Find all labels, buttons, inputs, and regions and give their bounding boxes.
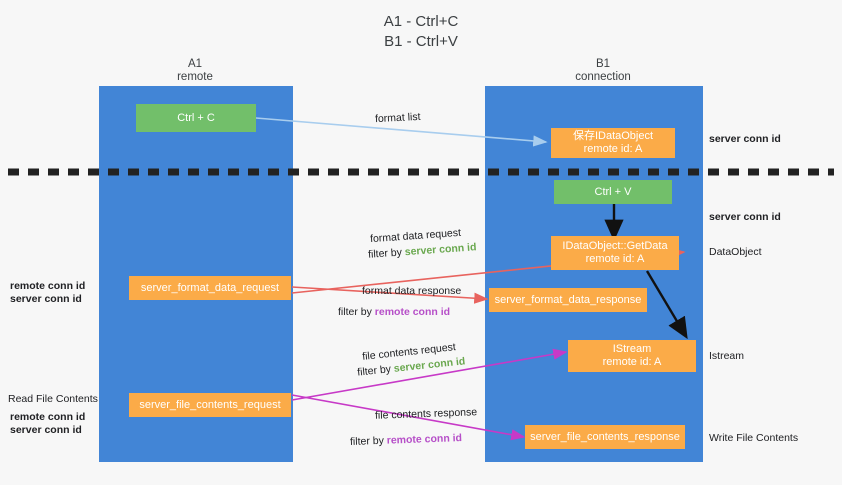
left-label-read-file-contents: Read File Contents [8,393,98,405]
label-format-list: format list [375,110,421,126]
box-server-file-contents-response-label: server_file_contents_response [530,430,680,443]
box-idataobject-getdata[interactable]: IDataObject::GetData remote id: A [551,236,679,270]
box-server-file-contents-request[interactable]: server_file_contents_request [129,393,291,417]
box-getdata-line2: remote id: A [585,253,645,265]
column-a1-sub: remote [177,71,213,83]
box-istream-line1: IStream [612,343,652,355]
diagram-title: A1 - Ctrl+C B1 - Ctrl+V [0,12,842,52]
filter-prefix: filter by [338,306,375,318]
left-label-remote-conn-id-1: remote conn id [10,280,86,292]
label-format-list-text: format list [374,110,421,126]
column-b1-name: B1 [595,58,611,70]
label-format-data-response-filter: filter by remote conn id [338,305,450,319]
column-b1-sub: connection [575,71,631,83]
left-label-remote-conn-id-2: remote conn id [10,411,86,423]
box-server-format-data-request[interactable]: server_format_data_request [129,276,291,300]
box-ctrl-c-label: Ctrl + C [177,111,215,124]
box-save-idataobject-line2: remote id: A [583,143,643,155]
right-label-write-file-contents: Write File Contents [709,432,799,444]
filter-prefix: filter by [356,362,395,379]
box-save-idataobject[interactable]: 保存IDataObject remote id: A [551,128,675,158]
left-label-server-conn-id-2: server conn id [10,424,82,436]
title-line-2: B1 - Ctrl+V [384,33,458,50]
left-label-server-conn-id-1: server conn id [10,293,82,305]
box-server-format-data-response-label: server_format_data_response [494,293,642,306]
label-file-contents-response-filter: filter by remote conn id [350,431,462,449]
right-label-dataobject: DataObject [709,246,762,258]
box-istream[interactable]: IStream remote id: A [568,340,696,372]
box-server-file-contents-response[interactable]: server_file_contents_response [525,425,685,449]
box-server-format-data-response[interactable]: server_format_data_response [489,288,647,312]
column-a1-name: A1 [187,58,203,70]
label-file-contents-response-text: file contents response [374,406,478,422]
right-label-server-conn-id-top: server conn id [709,133,781,145]
box-getdata-line1: IDataObject::GetData [562,240,668,252]
box-ctrl-v[interactable]: Ctrl + V [554,180,672,204]
filter-value-remote-conn-id: remote conn id [386,432,463,447]
box-server-format-data-request-label: server_format_data_request [140,281,280,294]
filter-prefix: filter by [367,246,406,261]
filter-prefix: filter by [349,434,387,448]
label-format-data-response-text: format data response [362,285,462,297]
filter-value-remote-conn-id: remote conn id [374,306,451,318]
box-ctrl-c[interactable]: Ctrl + C [136,104,256,132]
column-header-a1: A1 remote [120,58,270,84]
box-istream-line2: remote id: A [602,356,662,368]
right-label-server-conn-id-mid: server conn id [709,211,781,223]
column-header-b1: B1 connection [528,58,678,84]
box-server-file-contents-request-label: server_file_contents_request [139,398,281,411]
filter-value-server-conn-id: server conn id [404,241,477,259]
label-file-contents-response: file contents response [375,405,478,423]
box-save-idataobject-line1: 保存IDataObject [572,130,654,142]
label-format-data-response: format data response [362,284,461,298]
title-line-1: A1 - Ctrl+C [383,13,459,30]
box-ctrl-v-label: Ctrl + V [594,185,632,198]
right-label-istream: Istream [709,350,745,362]
